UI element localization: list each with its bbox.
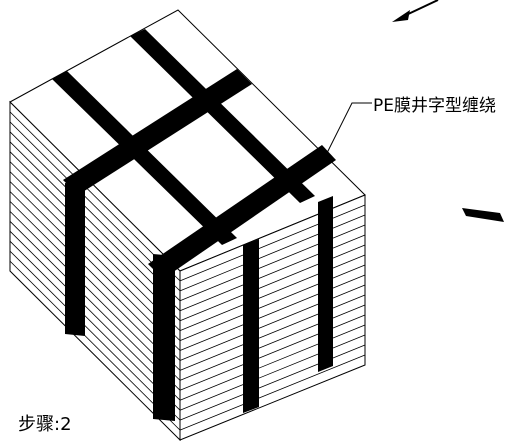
left-layer-line: [9, 141, 181, 312]
right-layer-line: [179, 274, 366, 351]
left-layer-line: [9, 111, 181, 282]
right-layer-line: [179, 334, 366, 411]
top-strap-4: [148, 145, 336, 279]
right-layer-line: [179, 224, 366, 302]
right-strap-2: [318, 196, 333, 372]
left-strap-2: [153, 254, 175, 421]
left-layer-line: [9, 161, 181, 331]
callout-leader: [326, 102, 372, 154]
top-strap-1: [52, 71, 237, 245]
step-label: 步骤:2: [18, 414, 72, 435]
right-strap-1: [243, 239, 259, 413]
left-layer-line: [9, 230, 181, 401]
right-layer-line: [179, 244, 366, 322]
left-layer-line: [9, 151, 181, 321]
left-layer-line: [9, 221, 181, 391]
top-strap-3: [63, 69, 252, 195]
right-layer-line: [179, 264, 366, 341]
right-layer-line: [179, 234, 366, 312]
left-layer-line: [9, 250, 181, 421]
callout-label: PE膜井字型缠绕: [373, 96, 496, 116]
right-layer-line: [179, 204, 366, 282]
right-layer-line: [179, 304, 366, 381]
left-layer-line: [9, 181, 181, 351]
left-layer-line: [9, 191, 181, 361]
right-layer-line: [179, 344, 366, 421]
left-layer-line: [9, 171, 181, 341]
left-strap-1: [65, 183, 85, 336]
left-layer-line: [9, 240, 181, 411]
right-layer-line: [179, 354, 366, 431]
right-layer-line: [179, 254, 366, 331]
right-layer-line: [179, 284, 366, 361]
left-layer-line: [9, 131, 181, 302]
arrow-top-icon: [392, 0, 439, 22]
top-strap-2: [130, 29, 315, 203]
layer-lines: [9, 111, 366, 431]
arrow-right-icon: [462, 208, 504, 222]
right-layer-line: [179, 214, 366, 292]
right-layer-line: [179, 294, 366, 371]
left-layer-line: [9, 201, 181, 371]
right-layer-line: [179, 324, 366, 401]
left-layer-line: [9, 211, 181, 381]
left-layer-line: [9, 260, 181, 431]
right-layer-line: [179, 314, 366, 391]
